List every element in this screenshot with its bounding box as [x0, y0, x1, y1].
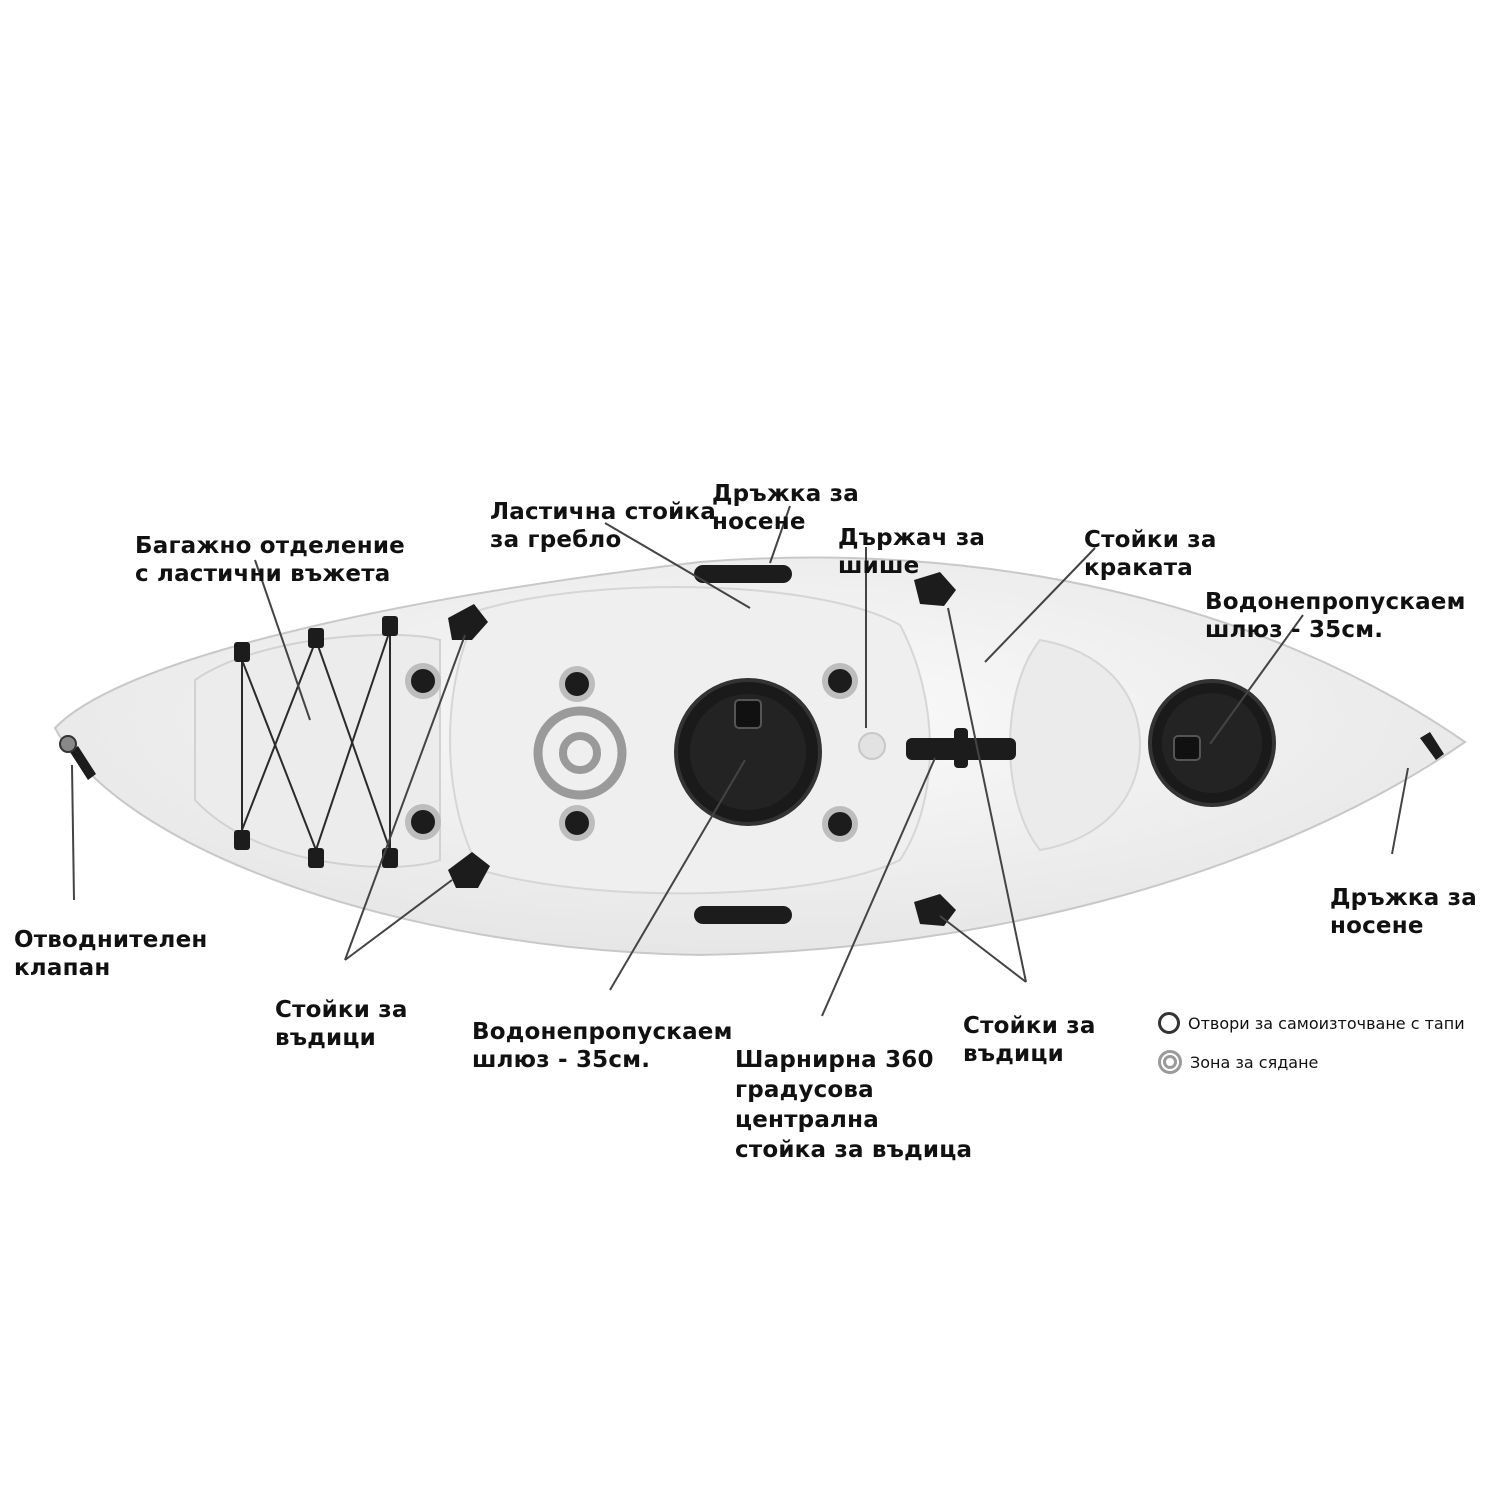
drain-valve	[59, 735, 77, 753]
swivel-rod-holder	[906, 728, 1016, 768]
hatch-center	[674, 678, 822, 826]
legend-seat-zone: Зона за сядане	[1158, 1050, 1318, 1074]
rear-tank-well	[194, 633, 441, 868]
legend-seat-label: Зона за сядане	[1190, 1052, 1319, 1072]
hatch-front	[1148, 679, 1276, 807]
seat-target-icon	[1158, 1050, 1182, 1074]
foot-well	[1009, 638, 1142, 852]
bottle-holder	[858, 732, 886, 760]
bungee-pad-eyes	[234, 616, 398, 868]
legend-scupper-holes: Отвори за самоизточване с тапи	[1158, 1012, 1465, 1034]
leader-lines	[71, 505, 1409, 1017]
flush-rod-holders	[448, 572, 956, 926]
legend-scupper-label: Отвори за самоизточване с тапи	[1188, 1013, 1465, 1033]
seat-zone-marker	[533, 706, 627, 800]
bungee-cords	[241, 629, 391, 851]
scupper-holes	[405, 663, 858, 842]
scupper-ring-icon	[1158, 1012, 1180, 1034]
carry-handles	[70, 565, 1444, 924]
